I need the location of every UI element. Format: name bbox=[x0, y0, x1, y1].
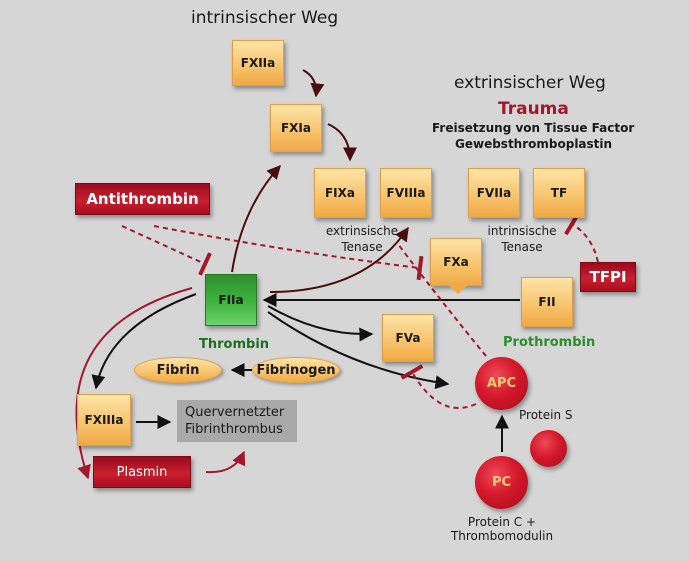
extrinsic-tenase-label-1: extrinsische bbox=[325, 224, 399, 238]
tfpi-box: TFPI bbox=[580, 262, 636, 292]
apc-circle: APC bbox=[475, 357, 528, 410]
protein-s-label: Protein S bbox=[519, 408, 573, 422]
tissue-factor-line-1: Freisetzung von Tissue Factor bbox=[432, 121, 635, 135]
thrombin-label: Thrombin bbox=[199, 337, 270, 352]
factor-fxa: FXa bbox=[430, 238, 482, 286]
factor-fixa: FIXa bbox=[314, 168, 366, 218]
factor-fva: FVa bbox=[382, 314, 434, 362]
factor-fiia: FIIa bbox=[205, 274, 257, 326]
trauma-title: Trauma bbox=[498, 99, 569, 119]
intrinsic-tenase-label-2: Tenase bbox=[501, 240, 543, 254]
inhibition-antithrombin-fiia bbox=[121, 225, 212, 276]
inhibition-antithrombin-fxa bbox=[153, 225, 424, 281]
factor-fii: FII bbox=[521, 277, 573, 327]
arrow-fiia-to-fviiia bbox=[269, 226, 409, 293]
factor-tf: TF bbox=[533, 168, 585, 218]
arrow-fiia-to-fva bbox=[267, 305, 374, 342]
inhibition-tfpi-tf bbox=[564, 212, 599, 263]
protein-s-circle bbox=[530, 430, 567, 467]
fibrinogen-ellipse: Fibrinogen bbox=[252, 357, 340, 383]
arrow-fxiia-to-fxia bbox=[302, 69, 325, 98]
extrinsic-path-title: extrinsischer Weg bbox=[454, 73, 606, 93]
factor-fxiia: FXIIa bbox=[232, 40, 284, 86]
intrinsic-tenase-label-1: intrinsische bbox=[487, 224, 557, 238]
pc-circle: PC bbox=[475, 456, 528, 509]
fibrin-ellipse: Fibrin bbox=[134, 357, 222, 383]
factor-fxia: FXIa bbox=[270, 104, 322, 152]
antithrombin-box: Antithrombin bbox=[75, 183, 210, 215]
extrinsic-tenase-label-2: Tenase bbox=[341, 240, 383, 254]
fxa-callout-pointer bbox=[448, 285, 468, 294]
factor-fviia: FVIIa bbox=[468, 168, 520, 218]
prothrombin-label: Prothrombin bbox=[503, 335, 596, 350]
arrow-fxia-to-fixa bbox=[327, 123, 357, 162]
intrinsic-path-title: intrinsischer Weg bbox=[191, 8, 339, 28]
inhibition-apc-fviiia bbox=[397, 243, 487, 357]
thrombus-line-1: Quervernetzter bbox=[185, 405, 285, 420]
crosslinked-fibrin-thrombus: Quervernetzter Fibrinthrombus bbox=[177, 400, 297, 442]
plasmin-box: Plasmin bbox=[93, 456, 191, 488]
factor-fviiia: FVIIIa bbox=[380, 168, 432, 218]
tissue-factor-line-2: Gewebsthromboplastin bbox=[455, 137, 613, 151]
factor-fxiiia: FXIIIa bbox=[77, 394, 131, 446]
inhibition-apc-fva bbox=[400, 364, 477, 409]
arrow-fiia-to-apc bbox=[267, 311, 450, 390]
thrombus-line-2: Fibrinthrombus bbox=[185, 422, 283, 437]
protein-c-label-1: Protein C + bbox=[467, 515, 537, 529]
arrow-fiia-to-plasmin bbox=[75, 287, 193, 480]
arrow-plasmin-to-thrombus bbox=[205, 450, 246, 474]
arrow-fiia-to-fxiiia bbox=[91, 293, 197, 390]
protein-c-label-2: Thrombomodulin bbox=[450, 529, 554, 543]
arrow-fiia-to-fxia bbox=[231, 164, 281, 273]
